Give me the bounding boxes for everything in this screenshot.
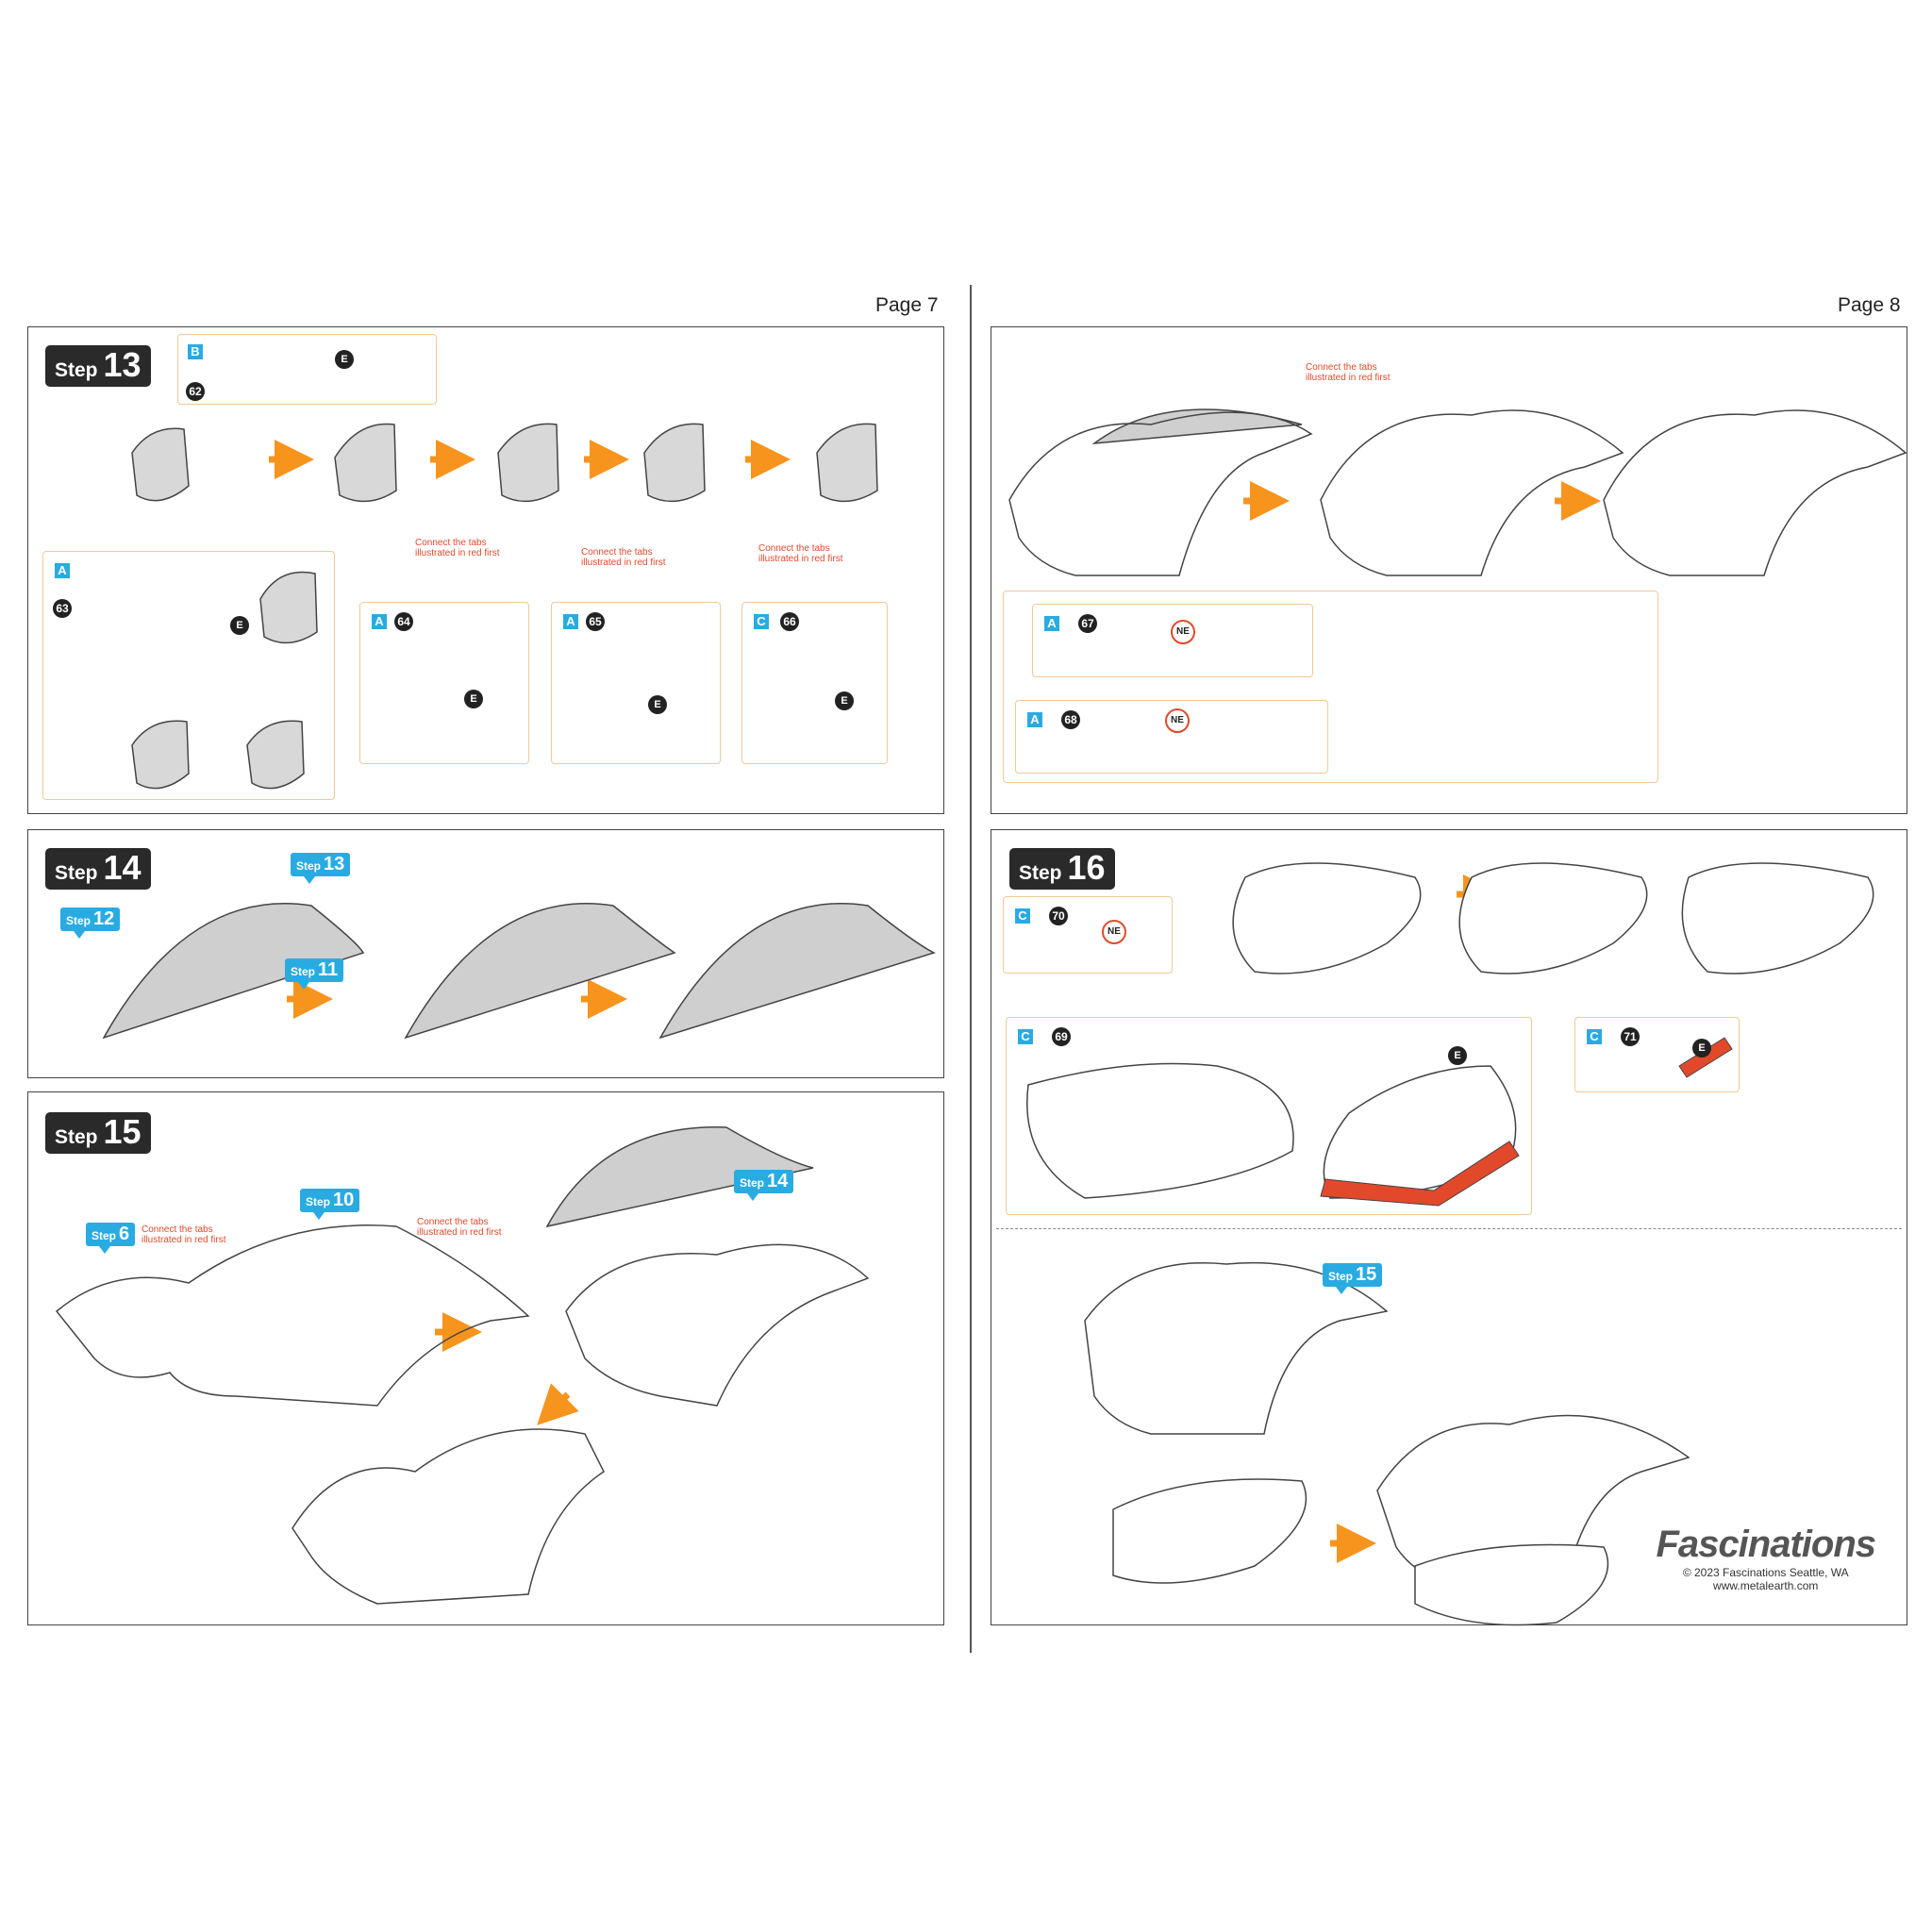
brand-block: Fascinations © 2023 Fascinations Seattle… (1656, 1524, 1876, 1592)
part-box-71: C 71 E (1574, 1017, 1740, 1092)
instruction-note: Connect the tabs illustrated in red firs… (1306, 362, 1391, 383)
website-text: www.metalearth.com (1713, 1579, 1819, 1592)
page-number-right: Page 8 (1838, 294, 1901, 316)
instruction-note: Connect the tabs illustrated in red firs… (415, 538, 500, 558)
part-box-67: A 67 NE (1032, 604, 1313, 677)
part-box-63: A 63 E (42, 551, 335, 800)
panel-step-continued (991, 326, 1907, 814)
fascinations-logo: Fascinations (1656, 1524, 1876, 1565)
instruction-note: Connect the tabs illustrated in red firs… (758, 543, 843, 564)
part-box-64: A 64 E (359, 602, 529, 764)
copyright-text: © 2023 Fascinations Seattle, WA (1682, 1566, 1849, 1579)
part-box-70: C 70 NE (1003, 896, 1173, 974)
part-box-66: C 66 E (741, 602, 888, 764)
instruction-note: Connect the tabs illustrated in red firs… (142, 1224, 226, 1245)
part-box-68: A 68 NE (1015, 700, 1328, 774)
part-box-69: C 69 E (1006, 1017, 1532, 1215)
part-box-group-67-68 (1003, 591, 1658, 783)
instruction-note: Connect the tabs illustrated in red firs… (417, 1217, 502, 1238)
page-number-left: Page 7 (875, 294, 939, 316)
separator-line (996, 1228, 1902, 1229)
page-divider (970, 285, 972, 1653)
part-box-62: B 62 E (177, 334, 437, 405)
instruction-note: Connect the tabs illustrated in red firs… (581, 547, 666, 568)
part-box-65: A 65 E (551, 602, 721, 764)
